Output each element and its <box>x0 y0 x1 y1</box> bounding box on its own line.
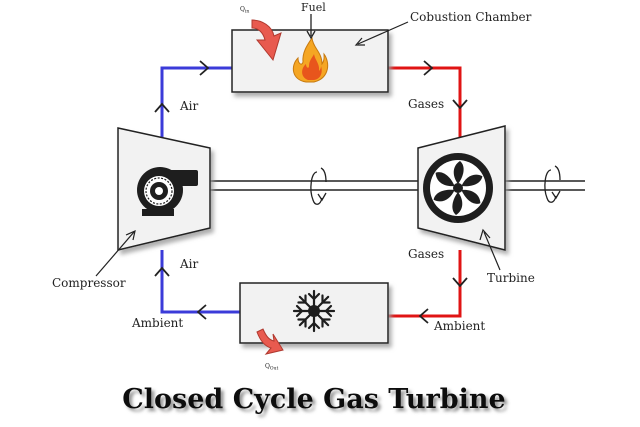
shaft <box>210 180 585 191</box>
gases-label-bottom: Gases <box>408 247 444 261</box>
compressor-label: Compressor <box>52 276 126 290</box>
gases-label-top: Gases <box>408 97 444 111</box>
turbine <box>417 125 506 251</box>
blower-icon <box>137 167 198 216</box>
flow-arrow-gases-down-top <box>452 99 468 110</box>
rotation-arrow-icon <box>310 167 327 205</box>
gases-line-top <box>388 66 462 140</box>
turbine-leader <box>483 231 501 271</box>
flow-arrow-gases-down-bottom <box>452 277 468 288</box>
flame-icon <box>292 36 329 83</box>
q-out-label: QOut <box>265 363 279 372</box>
diagram-title: Closed Cycle Gas Turbine <box>122 384 505 415</box>
flow-arrow-ambient-left-right <box>418 308 429 324</box>
air-label-bottom: Air <box>179 257 199 271</box>
compressor <box>117 127 211 251</box>
gases-line-bottom <box>388 250 462 318</box>
ambient-label-right: Ambient <box>433 319 485 333</box>
combustion-leader <box>357 21 409 45</box>
fuel-label: Fuel <box>301 1 326 14</box>
air-label-top: Air <box>179 99 199 113</box>
heat-in-arrow <box>251 19 282 62</box>
flow-arrow-gases-right <box>423 60 434 76</box>
combustion-chamber-label: Cobustion Chamber <box>410 10 532 24</box>
turbine-label: Turbine <box>487 271 535 285</box>
flow-arrow-air-right <box>199 60 210 76</box>
ambient-label-left: Ambient <box>131 316 183 330</box>
air-line-bottom <box>160 250 240 314</box>
compressor-leader <box>95 231 135 277</box>
rotation-arrow-icon <box>544 165 561 203</box>
q-in-label: Qin <box>240 6 249 15</box>
combustion-chamber <box>231 29 389 93</box>
flow-arrow-air-up-top <box>154 102 170 113</box>
fan-icon <box>423 153 493 223</box>
flow-arrow-ambient-left <box>196 304 207 320</box>
flow-arrow-air-up-bottom <box>154 266 170 277</box>
snowflake-icon <box>292 289 336 333</box>
heat-out-arrow <box>256 328 284 355</box>
